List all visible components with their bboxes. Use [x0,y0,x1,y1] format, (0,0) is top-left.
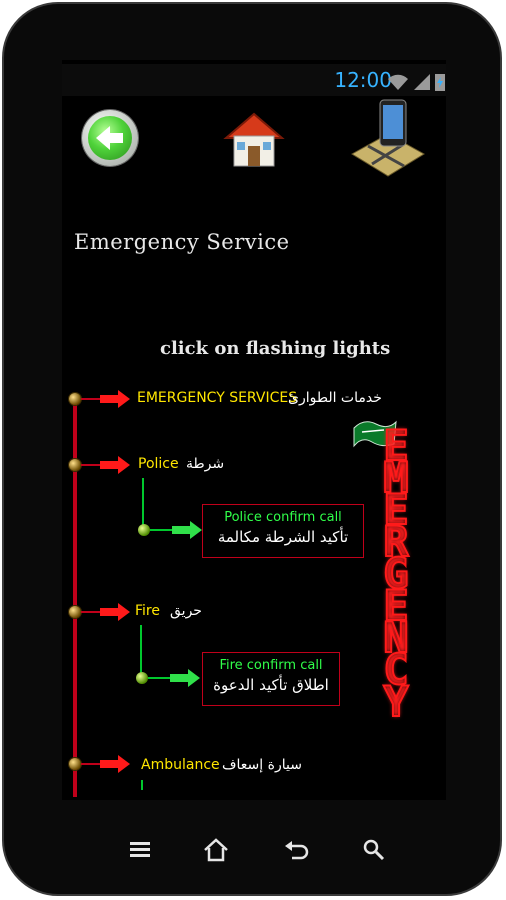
arrow-icon [100,456,130,474]
connector-line [81,464,101,466]
emergency-vertical-sign: E M E R G E N C Y [370,421,422,726]
app-screen: 12:00 [62,60,446,800]
police-label[interactable]: Police [138,456,179,472]
emergency-services-label-ar: خدمات الطوارئ [288,390,382,406]
fire-light[interactable] [69,606,81,618]
ambulance-light[interactable] [69,758,81,770]
arrow-icon [100,603,130,621]
search-icon[interactable] [360,836,388,864]
connector-line [140,625,142,673]
connector-line [81,398,101,400]
connector-line [81,611,101,613]
police-confirm-call-button[interactable]: Police confirm call تأكيد الشرطة مكالمة [202,504,364,558]
police-confirm-label-ar: تأكيد الشرطة مكالمة [217,528,349,546]
sign-letter: E [382,485,409,534]
home-icon[interactable] [218,108,290,172]
emergency-services-label[interactable]: EMERGENCY SERVICES [137,390,298,406]
fire-confirm-light[interactable] [136,672,148,684]
page-title: Emergency Service [74,230,290,254]
ambulance-label[interactable]: Ambulance [141,757,220,773]
sign-letter: N [382,613,409,662]
sign-letter: G [382,549,409,598]
police-confirm-label: Police confirm call [224,510,342,525]
connector-line [142,478,144,526]
back-nav-icon[interactable] [282,836,310,864]
connector-line [150,529,174,531]
arrow-icon [100,390,130,408]
police-label-ar: شرطة [186,456,225,472]
connector-line [141,780,143,790]
ambulance-label-ar: سيارة إسعاف [222,757,302,773]
flag-icon [353,420,397,448]
status-time: 12:00 [334,68,392,92]
phone-map-icon[interactable] [348,94,428,180]
status-bar: 12:00 [62,64,446,96]
sign-letter: M [382,453,409,502]
top-toolbar [62,99,446,208]
sign-letter: R [382,517,409,566]
signal-icon [414,74,430,90]
emergency-flow: EMERGENCY SERVICES خدمات الطوارئ Police … [62,370,446,800]
wifi-icon [388,74,408,90]
menu-icon[interactable] [126,836,154,864]
system-nav-bar [0,828,506,872]
emergency-services-light[interactable] [69,393,81,405]
arrow-icon [172,521,202,539]
connector-line [148,677,172,679]
sign-letter: E [382,581,409,630]
police-light[interactable] [69,459,81,471]
battery-icon [435,74,445,91]
sign-letter: Y [382,677,409,726]
fire-label-ar: حريق [170,603,202,619]
sign-letter: C [382,645,409,694]
back-arrow-icon[interactable] [82,110,138,166]
home-nav-icon[interactable] [202,836,230,864]
fire-confirm-label-ar: اطلاق تأكيد الدعوة [213,676,329,694]
instruction-text: click on flashing lights [160,338,391,359]
police-confirm-light[interactable] [138,524,150,536]
arrow-icon [100,755,130,773]
fire-confirm-call-button[interactable]: Fire confirm call اطلاق تأكيد الدعوة [202,652,340,706]
fire-confirm-label: Fire confirm call [219,658,323,673]
sign-letter: E [382,421,409,470]
arrow-icon [170,669,200,687]
connector-line [81,763,101,765]
vertical-line [73,397,77,797]
fire-label[interactable]: Fire [135,603,160,619]
